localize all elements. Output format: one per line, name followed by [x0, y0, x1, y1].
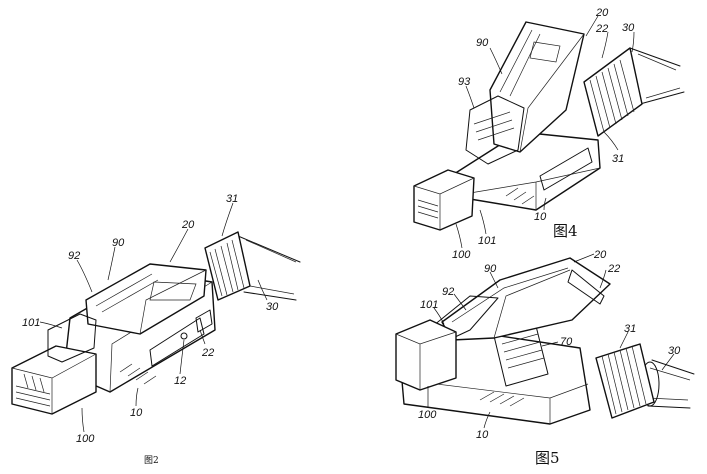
figure-5-reference-numerals: 20 22 90 92 101 70 31 30 100 10	[418, 249, 681, 441]
fig2-label-92: 92	[68, 250, 80, 262]
fig5-label-31: 31	[624, 323, 636, 335]
fig4-label-90: 90	[476, 37, 489, 49]
fig5-label-70: 70	[560, 336, 573, 348]
fig4-label-30: 30	[622, 22, 635, 34]
figure-2-connector-drawing	[11, 231, 301, 415]
figure-5-connector-drawing	[395, 257, 695, 425]
fig2-label-12: 12	[174, 375, 186, 387]
fig2-label-30: 30	[266, 301, 279, 313]
fig5-label-92: 92	[442, 286, 454, 298]
fig2-label-10: 10	[130, 407, 143, 419]
fig2-label-90: 90	[112, 237, 125, 249]
fig2-label-31: 31	[226, 193, 238, 205]
fig5-label-22: 22	[607, 263, 620, 275]
figure-2-reference-numerals: 31 20 90 92 101 30 12 22 10 100	[22, 193, 279, 445]
figure-4-reference-numerals: 20 22 30 90 93 31 10 100 101	[452, 7, 635, 261]
fig5-caption: 图5	[535, 449, 560, 467]
fig4-label-31: 31	[612, 153, 624, 165]
fig2-label-22: 22	[201, 347, 214, 359]
fig4-label-10: 10	[534, 211, 547, 223]
fig4-caption: 图4	[553, 222, 578, 240]
fig4-label-100: 100	[452, 249, 471, 261]
figure-2-leader-lines	[39, 202, 268, 433]
fig5-label-20: 20	[593, 249, 607, 261]
figure-5-leader-lines	[427, 253, 675, 429]
fig4-label-101: 101	[478, 235, 496, 247]
fig4-label-20: 20	[595, 7, 609, 19]
figure-4-connector-drawing	[413, 21, 685, 231]
fig5-label-100: 100	[418, 409, 437, 421]
fig4-label-22: 22	[595, 23, 608, 35]
fig5-label-101: 101	[420, 299, 438, 311]
fig2-caption: 图2	[144, 455, 159, 466]
fig5-label-90: 90	[484, 263, 497, 275]
fig5-label-10: 10	[476, 429, 489, 441]
fig4-label-93: 93	[458, 76, 471, 88]
fig2-label-101: 101	[22, 317, 40, 329]
fig2-label-100: 100	[76, 433, 95, 445]
fig5-label-30: 30	[668, 345, 681, 357]
fig2-label-20: 20	[181, 219, 195, 231]
figure-4-leader-lines	[455, 15, 635, 249]
